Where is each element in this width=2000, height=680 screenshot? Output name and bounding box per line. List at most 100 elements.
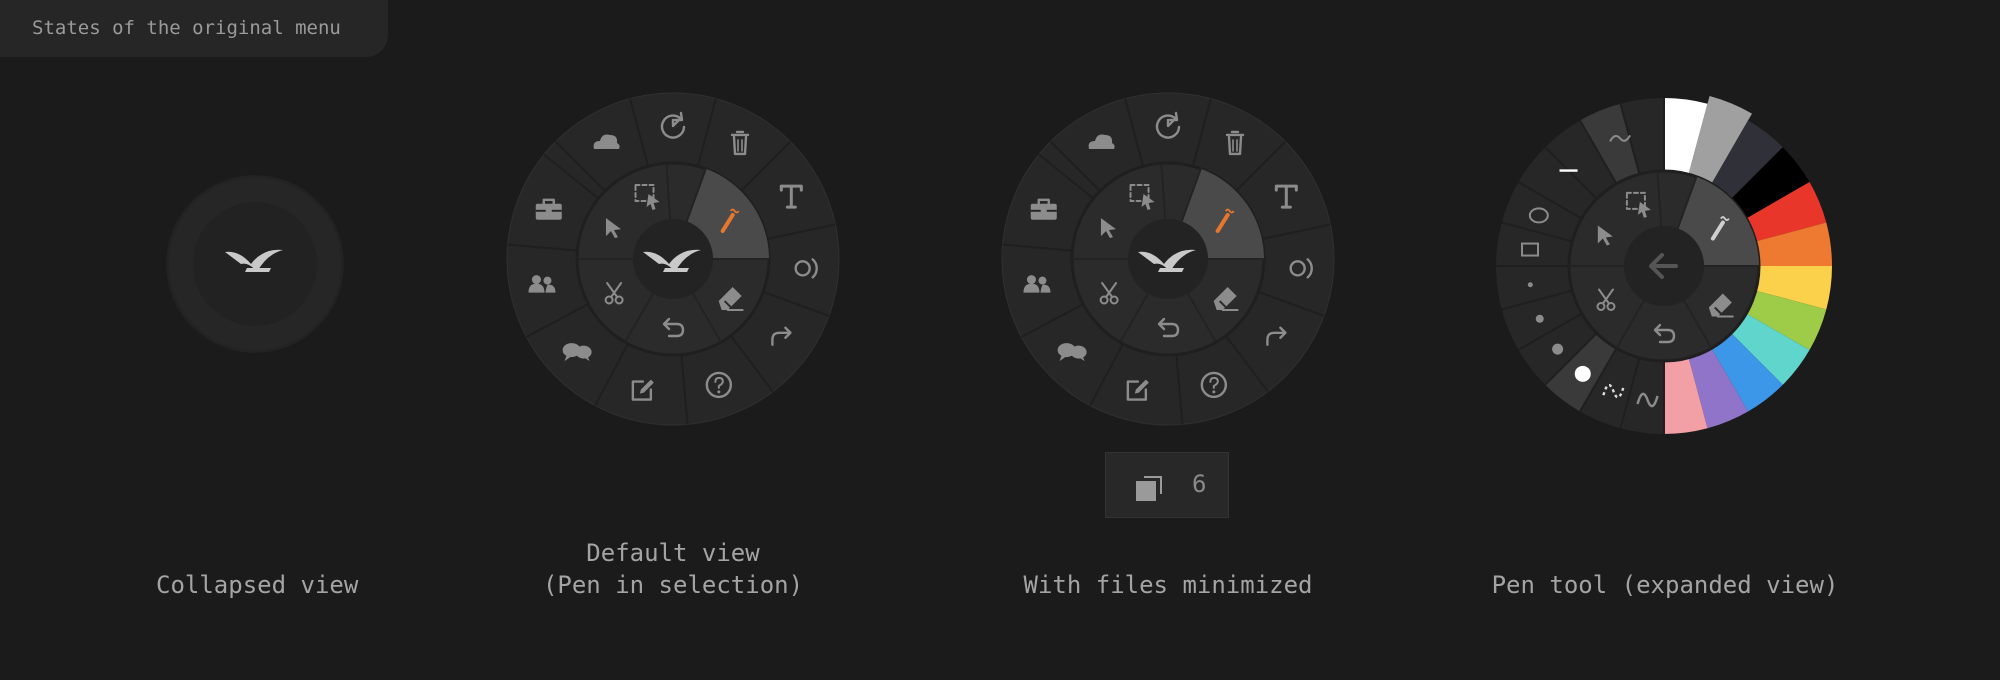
undo-icon <box>1653 323 1676 344</box>
color-swatch-11[interactable] <box>1688 348 1748 429</box>
outer-segment-edit-note[interactable] <box>631 379 654 401</box>
inner-segment-scissors[interactable] <box>1596 288 1616 311</box>
color-swatch-3[interactable] <box>1711 120 1783 199</box>
inner-segment-scissors[interactable] <box>1099 282 1119 305</box>
color-swatch-5[interactable] <box>1746 182 1827 242</box>
inner-segment-pointer[interactable] <box>1597 225 1613 246</box>
outer-segment-help[interactable] <box>1200 371 1228 399</box>
undo-icon <box>1157 317 1180 338</box>
redo-icon <box>771 326 792 346</box>
edit-note-icon <box>631 379 654 401</box>
selected-stroke-style[interactable] <box>1580 103 1640 184</box>
caption-collapsed: Collapsed view <box>156 571 359 599</box>
edit-note-icon <box>1126 379 1149 401</box>
outer-segment-cloud[interactable] <box>1088 134 1115 149</box>
eraser-icon <box>718 287 744 312</box>
pen-icon <box>1215 208 1235 233</box>
dashed-wave-icon[interactable] <box>1602 383 1625 399</box>
caption-default: Default view (Pen in selection) <box>523 537 823 601</box>
collapsed-menu[interactable] <box>167 176 343 352</box>
color-swatch-2[interactable] <box>1688 95 1752 184</box>
chat-icon <box>562 343 592 362</box>
outer-segment-speaker[interactable] <box>1289 258 1313 279</box>
selected-pen-segment[interactable] <box>1181 168 1264 259</box>
color-swatch-1[interactable] <box>1664 98 1708 175</box>
outer-segment-trash[interactable] <box>1225 130 1245 156</box>
toolbox-icon <box>535 198 562 220</box>
wave-line-icon[interactable] <box>1636 392 1659 408</box>
users-icon <box>1023 275 1051 293</box>
trash-icon <box>730 130 750 156</box>
back-button[interactable] <box>1624 226 1704 306</box>
inner-segment-eraser[interactable] <box>718 287 744 312</box>
menu-center-button[interactable] <box>633 219 713 299</box>
outer-segment-toolbox[interactable] <box>535 198 562 220</box>
scissors-icon <box>604 282 624 305</box>
outer-segment-users[interactable] <box>528 275 556 293</box>
outer-segment-cloud[interactable] <box>593 134 620 149</box>
outer-segment-edit-note[interactable] <box>1126 379 1149 401</box>
outer-segment-redo[interactable] <box>1266 326 1287 346</box>
outer-segment-toolbox[interactable] <box>1030 198 1057 220</box>
history-icon <box>1155 111 1181 139</box>
outer-segment-help[interactable] <box>705 371 733 399</box>
caption-minimized: With files minimized <box>1023 571 1313 599</box>
outer-segment-chat[interactable] <box>1057 343 1087 362</box>
eraser-icon <box>1213 287 1239 312</box>
inner-segment-undo[interactable] <box>662 317 685 338</box>
outer-segment-redo[interactable] <box>771 326 792 346</box>
inner-segment-scissors[interactable] <box>604 282 624 305</box>
size-l-icon[interactable] <box>1552 343 1564 355</box>
pen-options-ring <box>1496 98 1664 434</box>
history-icon <box>660 111 686 139</box>
eraser-icon <box>1708 293 1734 318</box>
size-xl-icon[interactable] <box>1574 365 1591 382</box>
inner-segment-undo[interactable] <box>1157 317 1180 338</box>
smooth-line-icon[interactable] <box>1609 134 1631 142</box>
back-arrow-icon <box>1649 253 1678 279</box>
menu-center-button[interactable] <box>1128 219 1208 299</box>
inner-segment-pen[interactable] <box>1710 216 1730 241</box>
color-swatch-7[interactable] <box>1755 266 1832 310</box>
rectangle-shape-icon[interactable] <box>1521 242 1540 257</box>
outer-segment-trash[interactable] <box>730 130 750 156</box>
outer-segment-chat[interactable] <box>562 343 592 362</box>
inner-segment-eraser[interactable] <box>1708 293 1734 318</box>
cloud-icon <box>593 134 620 149</box>
help-icon <box>705 371 733 399</box>
color-swatch-9[interactable] <box>1731 313 1810 385</box>
caption-pen: Pen tool (expanded view) <box>1491 571 1839 599</box>
color-swatch-6[interactable] <box>1755 222 1832 266</box>
scissors-icon <box>1099 282 1119 305</box>
selected-pen-segment[interactable] <box>686 168 769 259</box>
outer-segment-users[interactable] <box>1023 275 1051 293</box>
ellipse-shape-icon[interactable] <box>1528 207 1549 224</box>
inner-segment-undo[interactable] <box>1653 323 1676 344</box>
selected-pen-segment[interactable] <box>1677 176 1759 266</box>
size-m-icon[interactable] <box>1535 314 1544 323</box>
inner-segment-pointer[interactable] <box>1100 218 1116 239</box>
help-icon <box>1200 371 1228 399</box>
speaker-icon <box>794 258 818 279</box>
minimized-files-button[interactable]: 6 <box>1105 452 1229 518</box>
outer-segment-history[interactable] <box>1155 111 1181 139</box>
outer-segment-text[interactable] <box>779 184 803 209</box>
minimized-files-icon <box>1136 476 1162 501</box>
color-swatch-8[interactable] <box>1746 290 1827 350</box>
outer-segment-speaker[interactable] <box>794 258 818 279</box>
color-swatch-4[interactable] <box>1731 147 1810 219</box>
inner-segment-pen[interactable] <box>1215 208 1235 233</box>
pointer-icon <box>1100 218 1116 239</box>
header-tab: States of the original menu <box>0 0 388 57</box>
inner-segment-pen[interactable] <box>720 208 740 233</box>
outer-segment-text[interactable] <box>1274 184 1298 209</box>
inner-segment-eraser[interactable] <box>1213 287 1239 312</box>
outer-segment-history[interactable] <box>660 111 686 139</box>
color-swatch-10[interactable] <box>1711 333 1783 412</box>
size-s-icon[interactable] <box>1527 282 1533 288</box>
inner-segment-pointer[interactable] <box>605 218 621 239</box>
chat-icon <box>1057 343 1087 362</box>
caption-default-line2: (Pen in selection) <box>542 571 804 599</box>
bird-logo-icon <box>643 249 701 272</box>
color-swatch-12[interactable] <box>1664 357 1708 434</box>
